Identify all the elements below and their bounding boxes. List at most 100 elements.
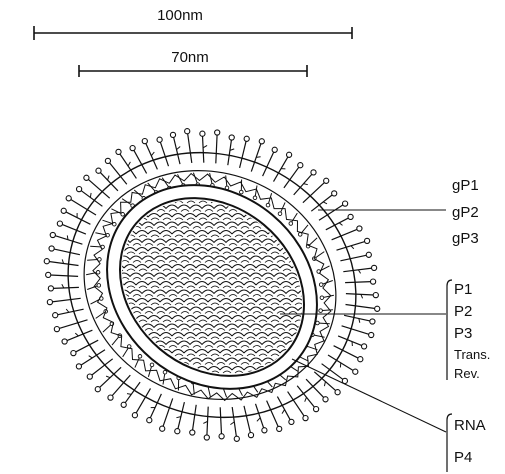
spike-knob: [358, 357, 363, 362]
inner-spike-knob: [266, 203, 270, 207]
glycoprotein-spike: [244, 406, 251, 433]
label-p2: P2: [454, 303, 472, 320]
spike-knob: [61, 208, 66, 213]
spike-knob: [314, 407, 319, 412]
label-p3: P3: [454, 325, 472, 342]
glycoprotein-spike: [228, 140, 232, 166]
spike-branch: [152, 152, 155, 156]
inner-spike-knob: [240, 190, 244, 194]
glycoprotein-spike: [346, 305, 376, 309]
spike-knob: [87, 374, 92, 379]
spike-knob: [277, 426, 282, 431]
glycoprotein-spike: [346, 294, 374, 295]
inner-spike-knob: [96, 271, 100, 275]
spike-knob: [96, 168, 101, 173]
glycoprotein-spike: [345, 282, 371, 283]
glycoprotein-spike: [188, 133, 192, 163]
glycoprotein-spike: [50, 275, 78, 276]
spike-knob: [375, 306, 380, 311]
spike-knob: [259, 139, 264, 144]
spike-branch: [127, 394, 131, 395]
spike-knob: [121, 402, 126, 407]
inner-spike-knob: [121, 213, 125, 217]
glycoprotein-spike: [62, 224, 86, 234]
spike-knob: [343, 201, 348, 206]
glycoprotein-spike: [342, 326, 370, 335]
spike-knob: [50, 232, 55, 237]
spike-knob: [66, 196, 71, 201]
glycoprotein-spike: [163, 398, 173, 426]
glycoprotein-spike: [150, 394, 161, 419]
spike-knob: [175, 429, 180, 434]
glycoprotein-spike: [100, 172, 118, 191]
glycoprotein-spike: [256, 404, 264, 429]
spike-knob: [48, 286, 53, 291]
glycoprotein-spike: [65, 212, 90, 225]
spike-knob: [160, 426, 165, 431]
spike-branch: [324, 382, 325, 386]
glycoprotein-spike: [267, 401, 279, 428]
spike-knob: [365, 238, 370, 243]
spike-branch: [257, 418, 260, 421]
glycoprotein-spike: [306, 379, 324, 398]
glycoprotein-spike: [338, 336, 362, 346]
glycoprotein-spike: [203, 136, 204, 163]
glycoprotein-spike: [81, 350, 105, 366]
spike-knob: [219, 434, 224, 439]
scale-label-70nm: 70nm: [171, 49, 209, 66]
glycoprotein-spike: [240, 141, 247, 168]
spike-branch: [108, 176, 110, 180]
spike-knob: [95, 387, 100, 392]
glycoprotein-spike: [52, 298, 81, 302]
spike-knob: [190, 430, 195, 435]
spike-branch: [89, 356, 93, 358]
spike-knob: [298, 163, 303, 168]
glycoprotein-spike: [178, 402, 185, 429]
core-bracket: [447, 280, 452, 380]
glycoprotein-spike: [57, 309, 83, 315]
spike-knob: [369, 332, 374, 337]
spike-knob: [272, 147, 277, 152]
inner-spike-knob: [138, 355, 142, 359]
glycoprotein-spike: [232, 407, 236, 437]
spike-knob: [47, 300, 52, 305]
spike-knob: [185, 129, 190, 134]
inner-spike-knob: [163, 370, 167, 374]
glycoprotein-spike: [328, 355, 354, 371]
spike-knob: [248, 433, 253, 438]
glycoprotein-spike: [207, 407, 208, 436]
spike-branch: [323, 202, 327, 204]
label-p4: P4: [454, 449, 472, 466]
spike-knob: [108, 395, 113, 400]
spike-branch: [67, 235, 68, 239]
scale-bar-100nm: 100nm: [34, 7, 352, 40]
spike-knob: [332, 191, 337, 196]
spike-knob: [157, 137, 162, 142]
inner-spike-knob: [319, 283, 323, 287]
inner-spike-knob: [319, 309, 323, 313]
spike-knob: [84, 175, 89, 180]
glycoprotein-spike: [193, 405, 197, 431]
spike-knob: [362, 344, 367, 349]
spike-knob: [116, 149, 121, 154]
inner-spike-knob: [278, 212, 282, 216]
spike-knob: [324, 178, 329, 183]
inner-spike-knob: [253, 196, 257, 200]
spike-knob: [357, 226, 362, 231]
label-gp3: gP3: [452, 230, 479, 247]
spike-knob: [44, 259, 49, 264]
spike-branch: [203, 422, 207, 424]
spike-knob: [200, 131, 205, 136]
spike-knob: [170, 132, 175, 137]
spike-knob: [373, 293, 378, 298]
glycoprotein-spike: [343, 268, 372, 272]
rna-bracket: [447, 414, 452, 472]
spike-knob: [53, 313, 58, 318]
glycoprotein-spike: [75, 340, 98, 352]
spike-knob: [204, 435, 209, 440]
spike-branch: [203, 145, 207, 147]
spike-branch: [282, 410, 284, 414]
glycoprotein-spike: [70, 199, 96, 215]
label-p1: P1: [454, 281, 472, 298]
